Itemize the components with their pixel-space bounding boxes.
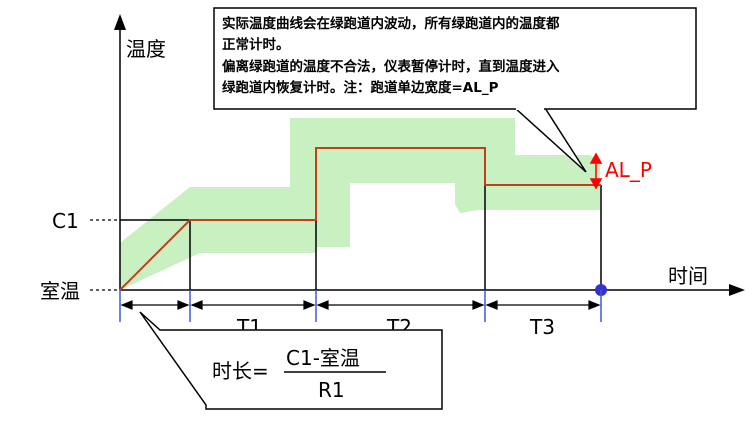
room-temp-label: 室温 [40, 279, 80, 303]
note-line-4: 绿跑道内恢复计时。注：跑道单边宽度=AL_P [222, 79, 499, 96]
formula-numerator: C1-室温 [286, 346, 360, 370]
x-axis-label: 时间 [668, 264, 708, 288]
note-line-2: 正常计时。 [222, 36, 290, 53]
interval-label-t3: T3 [529, 315, 555, 339]
note-line-3: 偏离绿跑道的温度不合法，仪表暂停计时，直到温度进入 [222, 58, 560, 75]
y-axis-label: 温度 [126, 37, 166, 61]
note-line-1: 实际温度曲线会在绿跑道内波动，所有绿跑道内的温度都 [222, 15, 560, 32]
formula-denominator: R1 [318, 378, 345, 402]
formula-callout-outline [139, 311, 443, 410]
x-axis-arrow-icon [729, 284, 745, 296]
interval-arrows [120, 300, 601, 310]
tolerance-band [120, 118, 600, 290]
interval-ticks [119, 290, 602, 322]
note-callout-box [213, 7, 697, 110]
y-axis-arrow-icon [114, 14, 126, 30]
formula-lhs: 时长= [212, 359, 269, 383]
al-p-arrow [589, 152, 603, 190]
al-p-label: AL_P [605, 158, 652, 182]
temperature-profile [119, 147, 601, 291]
c1-label: C1 [52, 209, 79, 233]
formula-callout-box [140, 312, 442, 409]
